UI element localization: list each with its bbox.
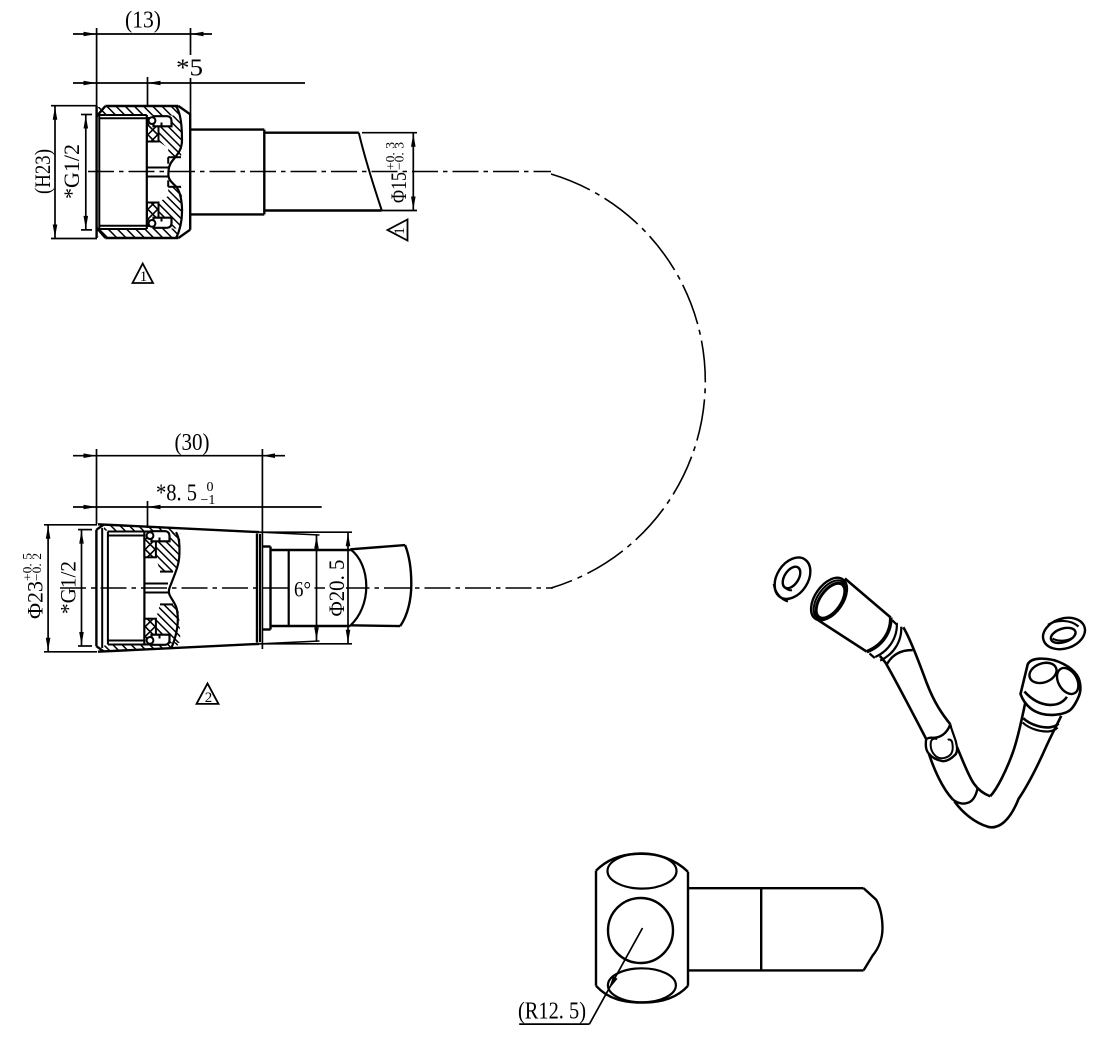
svg-text:2: 2 bbox=[205, 690, 213, 706]
svg-text:(13): (13) bbox=[125, 8, 161, 34]
svg-text:−0. 3: −0. 3 bbox=[392, 142, 407, 170]
svg-text:1: 1 bbox=[140, 269, 148, 285]
svg-text:Φ20. 5: Φ20. 5 bbox=[324, 560, 349, 617]
svg-text:*G1/2: *G1/2 bbox=[56, 561, 81, 614]
svg-text:6°: 6° bbox=[294, 577, 311, 602]
svg-text:*5: *5 bbox=[176, 56, 203, 82]
svg-text:Φ23: Φ23 bbox=[23, 581, 48, 619]
svg-text:0: 0 bbox=[207, 480, 214, 495]
svg-text:+0. 3: +0. 3 bbox=[383, 142, 398, 170]
svg-text:*8. 5: *8. 5 bbox=[156, 481, 197, 507]
svg-text:(30): (30) bbox=[175, 430, 210, 456]
svg-text:(H23): (H23) bbox=[30, 149, 55, 194]
svg-text:(R12. 5): (R12. 5) bbox=[518, 999, 586, 1025]
svg-text:−1: −1 bbox=[201, 493, 216, 508]
svg-text:1: 1 bbox=[392, 227, 408, 235]
svg-text:Φ15: Φ15 bbox=[386, 172, 411, 203]
svg-text:−0. 2: −0. 2 bbox=[29, 553, 44, 581]
svg-text:*G1/2: *G1/2 bbox=[59, 144, 84, 199]
svg-text:+0. 5: +0. 5 bbox=[20, 553, 35, 581]
